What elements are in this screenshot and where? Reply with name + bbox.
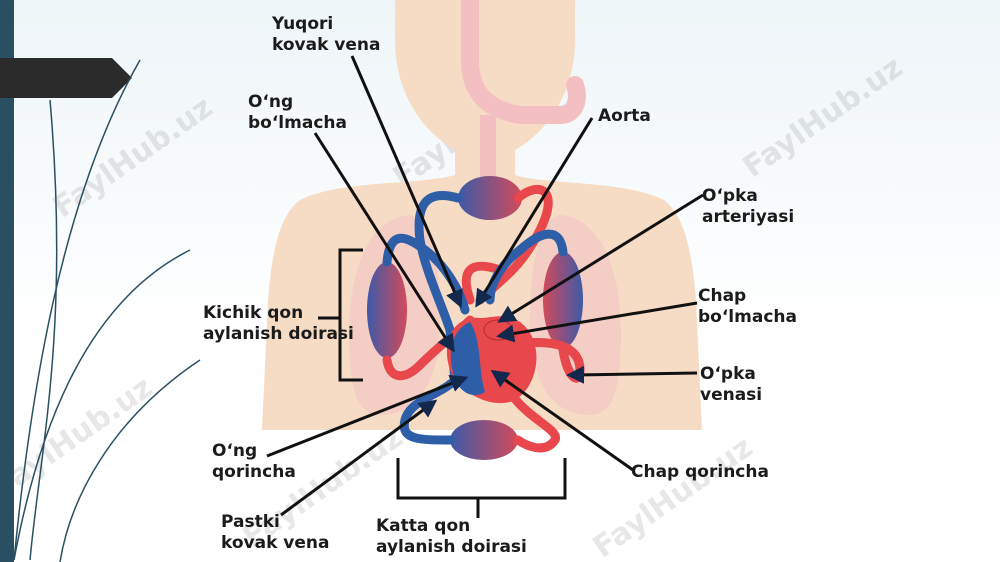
label-systemic-circulation: Katta qon aylanish doirasi: [376, 516, 527, 557]
title-tab-shape: [0, 58, 132, 98]
label-right-ventricle: O‘ng qorincha: [212, 441, 296, 482]
label-left-ventricle: Chap qorincha: [631, 462, 769, 482]
left-panel-band: [0, 0, 14, 562]
label-pulmonary-artery: O‘pka arteriyasi: [702, 186, 795, 227]
label-left-atrium: Chap bo‘lmacha: [698, 286, 797, 327]
label-superior-vena-cava: Yuqori kovak vena: [272, 14, 381, 55]
label-inferior-vena-cava: Pastki kovak vena: [221, 512, 330, 553]
leader-lines: [266, 55, 704, 518]
label-aorta: Aorta: [598, 106, 651, 126]
label-pulmonary-vein: O‘pka venasi: [700, 364, 763, 405]
label-right-atrium: O‘ng bo‘lmacha: [248, 92, 347, 133]
decorative-curves: [13, 59, 201, 562]
label-pulmonary-circulation: Kichik qon aylanish doirasi: [203, 303, 354, 344]
